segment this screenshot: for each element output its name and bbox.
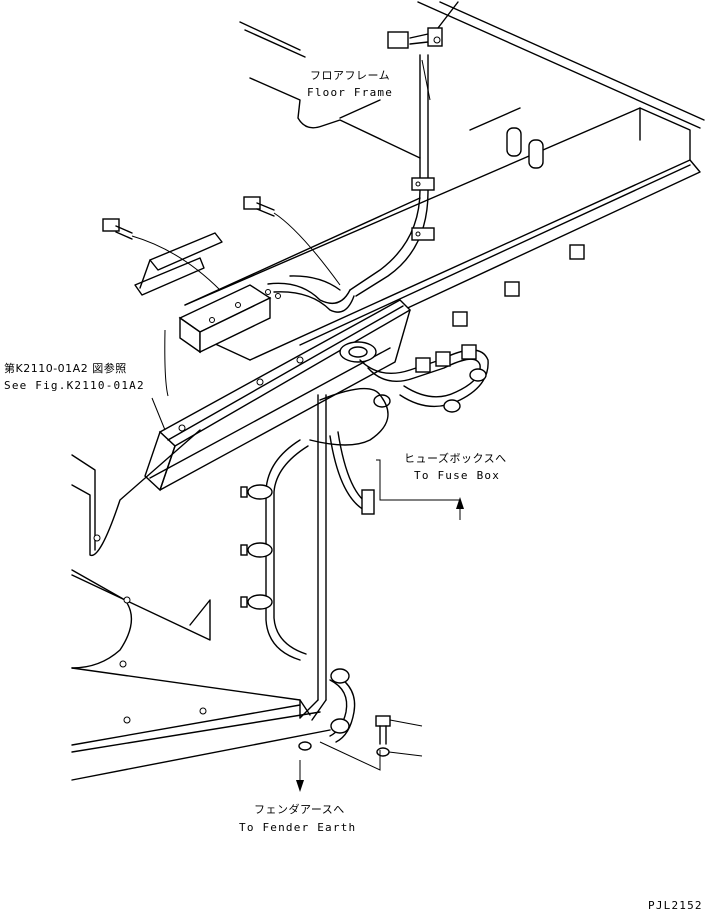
see-fig-label-jp: 第K2110-01A2 図参照 (4, 361, 127, 375)
fender-earth-label-jp: フェンダアースへ (254, 802, 345, 816)
earth-bolt (298, 715, 423, 771)
relay-box (178, 275, 355, 354)
floor-frame-plate (239, 1, 705, 159)
harness-vertical (240, 394, 356, 743)
harness-fusebox (309, 344, 489, 515)
clip-bracket (134, 232, 223, 296)
see-fig-label-en: See Fig.K2110-01A2 (4, 379, 145, 392)
floor-frame-label-jp: フロアフレーム (310, 69, 390, 82)
down-arrow-icon (296, 780, 304, 792)
controller-panel (144, 299, 412, 492)
up-arrow-icon (456, 497, 464, 509)
fender-plate (71, 429, 331, 781)
fuse-box-label-en: To Fuse Box (414, 469, 500, 482)
bolt-left (102, 218, 221, 291)
drawing-code: PJL2152 (648, 899, 703, 912)
main-beam (184, 107, 701, 361)
bolt-center (243, 196, 341, 286)
fender-earth-label-en: To Fender Earth (239, 821, 356, 834)
floor-frame-label-en: Floor Frame (307, 86, 393, 99)
fuse-box-label-jp: ヒューズボックスへ (404, 451, 507, 465)
harness-upper (349, 1, 459, 297)
